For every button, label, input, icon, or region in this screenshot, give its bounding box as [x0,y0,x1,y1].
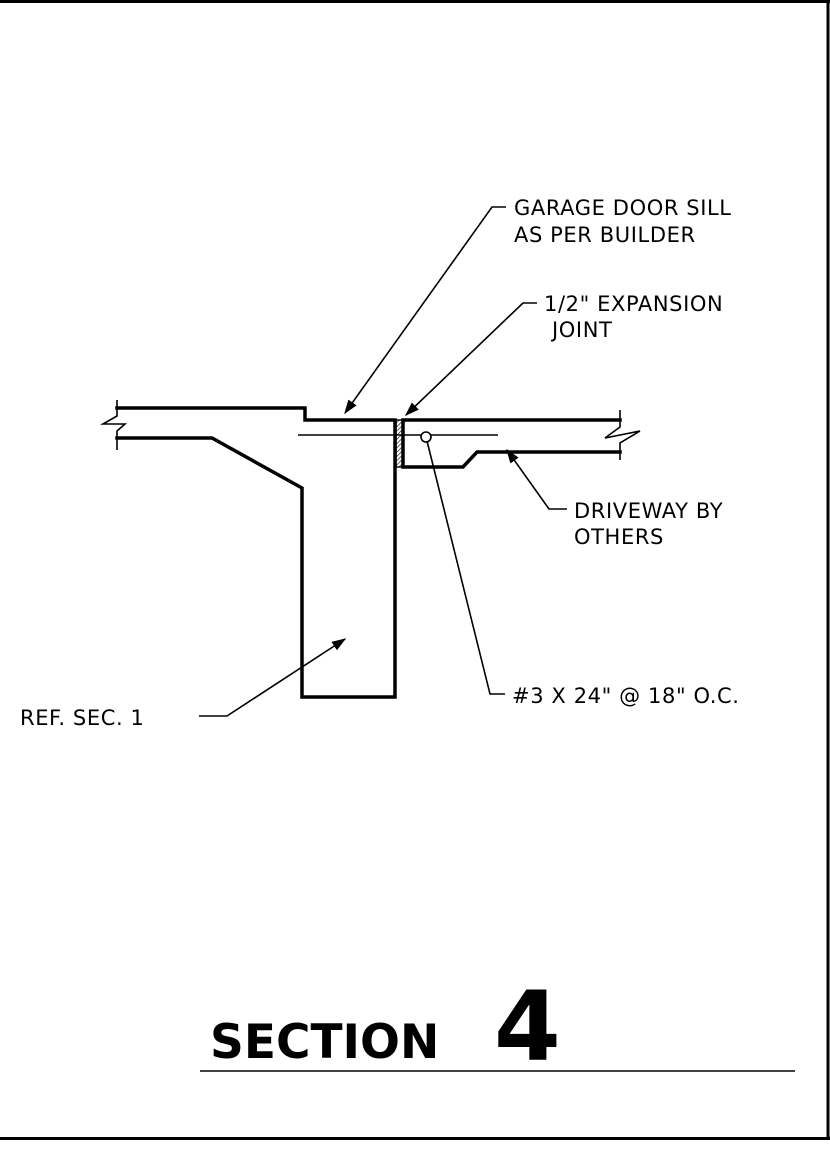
expansion-joint-hatch [395,419,404,468]
leader-driveway [506,448,567,510]
leader-ref-section [199,638,347,717]
section-title-word: SECTION [210,1015,439,1070]
left-break-line [99,400,128,450]
garage-sill-label-line2: AS PER BUILDER [514,223,696,247]
garage-slab-footing-outline [115,406,397,699]
driveway-label-line1: DRIVEWAY BY [574,499,723,523]
leader-rebar [426,440,505,695]
rebar-dowel [420,431,432,443]
leader-expansion-joint [404,302,537,416]
leader-garage-sill [344,206,506,415]
section-title-number: 4 [494,971,561,1083]
rebar-label: #3 X 24" @ 18" O.C. [512,684,740,708]
driveway-slab-outline [401,418,622,469]
garage-sill-label-line1: GARAGE DOOR SILL [514,196,732,220]
expansion-joint-label-line2: JOINT [550,318,612,342]
driveway-label-line2: OTHERS [574,525,664,549]
right-break-line [604,410,641,460]
expansion-joint-label-line1: 1/2" EXPANSION [544,292,723,316]
ref-section-label: REF. SEC. 1 [20,706,145,730]
